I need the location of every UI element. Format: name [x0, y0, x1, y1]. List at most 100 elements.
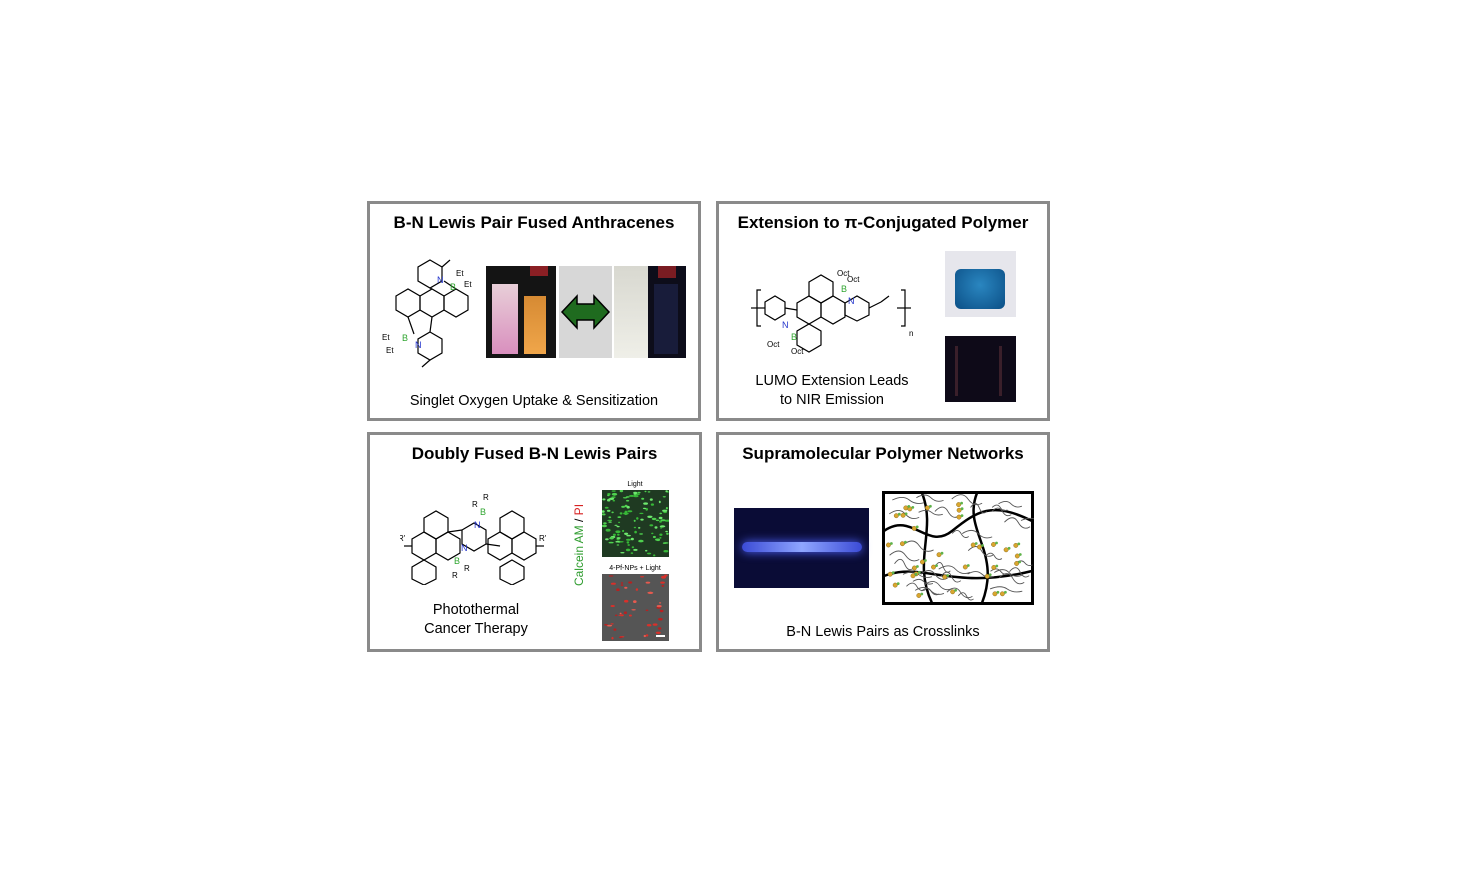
cell-mark [616, 525, 620, 528]
cell-mark [602, 510, 605, 513]
substituent-label: Oct [767, 340, 780, 349]
cell-mark [624, 532, 629, 535]
cell-mark [606, 624, 613, 627]
substituent-label: Oct [791, 347, 804, 356]
bn-crosslink [956, 507, 964, 513]
cell-mark [660, 581, 665, 584]
polymer-chain [951, 529, 969, 538]
cell-mark [636, 493, 640, 496]
cell-mark [633, 526, 637, 529]
atom-label-n: N [474, 520, 481, 530]
polymer-chain [951, 494, 983, 506]
panel-title: Supramolecular Polymer Networks [742, 444, 1024, 463]
polymer-chain [923, 580, 953, 591]
microscopy-image-light [602, 490, 669, 557]
cell-mark [622, 497, 628, 499]
cell-mark [633, 519, 636, 522]
repeat-unit-label: n [909, 329, 913, 338]
cap-red [530, 266, 548, 276]
cell-mark [634, 530, 637, 534]
cell-mark [609, 497, 615, 500]
cell-mark [611, 511, 614, 514]
cell-mark [659, 525, 666, 528]
substituent-label: Et [464, 280, 472, 289]
cell-mark [603, 522, 607, 525]
bn-crosslink [899, 540, 907, 547]
panel-doubly-fused-bn: Doubly Fused B-N Lewis Pairs B R R N N B… [367, 432, 702, 652]
polymer-chain [902, 540, 934, 552]
cell-mark [615, 614, 618, 617]
cell-mark [619, 614, 624, 617]
cell-mark [659, 512, 663, 515]
bn-crosslink [942, 574, 950, 580]
cell-mark [626, 505, 630, 509]
bn-crosslink [962, 564, 970, 570]
cuvette-pink [492, 284, 518, 354]
polymer-chain [934, 506, 960, 518]
atom-label-n: N [782, 320, 789, 330]
substituent-label: Et [382, 333, 390, 342]
cell-mark [630, 537, 634, 541]
polymer-chain [916, 494, 944, 502]
cell-mark [645, 581, 651, 584]
cell-mark [627, 544, 630, 546]
polymer-chain [967, 571, 995, 578]
cell-mark [611, 636, 614, 640]
cell-mark [661, 575, 667, 579]
scale-bar [656, 635, 665, 637]
cell-mark [618, 636, 623, 639]
cell-mark [659, 533, 663, 536]
cell-mark [604, 506, 609, 509]
cell-mark [610, 605, 615, 607]
cell-mark [605, 528, 611, 532]
bn-crosslink [920, 559, 927, 565]
microscopy-image-nps-light [602, 574, 669, 641]
blue-liquid [955, 269, 1005, 309]
bn-crosslink [1014, 560, 1021, 566]
cell-mark [645, 549, 648, 552]
bn-crosslink [956, 501, 963, 508]
cell-mark [651, 532, 654, 535]
cell-mark [647, 491, 651, 493]
cell-mark [645, 634, 649, 637]
bn-crosslink [936, 551, 944, 558]
micro-top-label: Light [627, 481, 643, 488]
atom-label-b: B [454, 556, 460, 566]
polymer-chain [998, 573, 1025, 585]
cell-mark [659, 602, 662, 604]
cuvette-photo-clear-dark [614, 266, 686, 358]
cell-mark [617, 516, 622, 518]
bn-crosslink [911, 525, 919, 531]
glowing-fiber-photo [734, 508, 869, 588]
cell-mark [606, 509, 611, 512]
cell-mark [619, 512, 623, 515]
bn-crosslink [893, 512, 901, 519]
cell-mark [658, 500, 661, 504]
polymer-chain [991, 507, 1012, 517]
cell-mark [616, 537, 621, 539]
substituent-label: Oct [847, 275, 860, 284]
pi-label: PI [572, 503, 586, 516]
cell-mark [638, 539, 644, 543]
cell-mark [663, 542, 669, 544]
cell-mark [618, 614, 621, 616]
bn-crosslink [956, 514, 964, 520]
stain-legend: Calcein AM / PI [572, 500, 588, 590]
bn-crosslink [950, 588, 957, 595]
bn-crosslink [931, 564, 938, 570]
panel-title: B-N Lewis Pair Fused Anthracenes [393, 213, 675, 232]
calcein-label: Calcein AM [572, 525, 586, 587]
atom-label-n: N [461, 543, 468, 553]
separator-label: / [572, 515, 586, 526]
caption-line: LUMO Extension Leads [755, 373, 909, 389]
cell-mark [602, 524, 607, 528]
cell-mark [608, 575, 614, 577]
cell-mark [625, 548, 631, 552]
cell-mark [641, 497, 645, 500]
cell-mark [611, 492, 618, 496]
cell-mark [645, 507, 648, 511]
cell-mark [652, 623, 658, 626]
cell-mark [611, 490, 616, 492]
cell-mark [636, 517, 639, 520]
cell-mark [639, 533, 643, 535]
